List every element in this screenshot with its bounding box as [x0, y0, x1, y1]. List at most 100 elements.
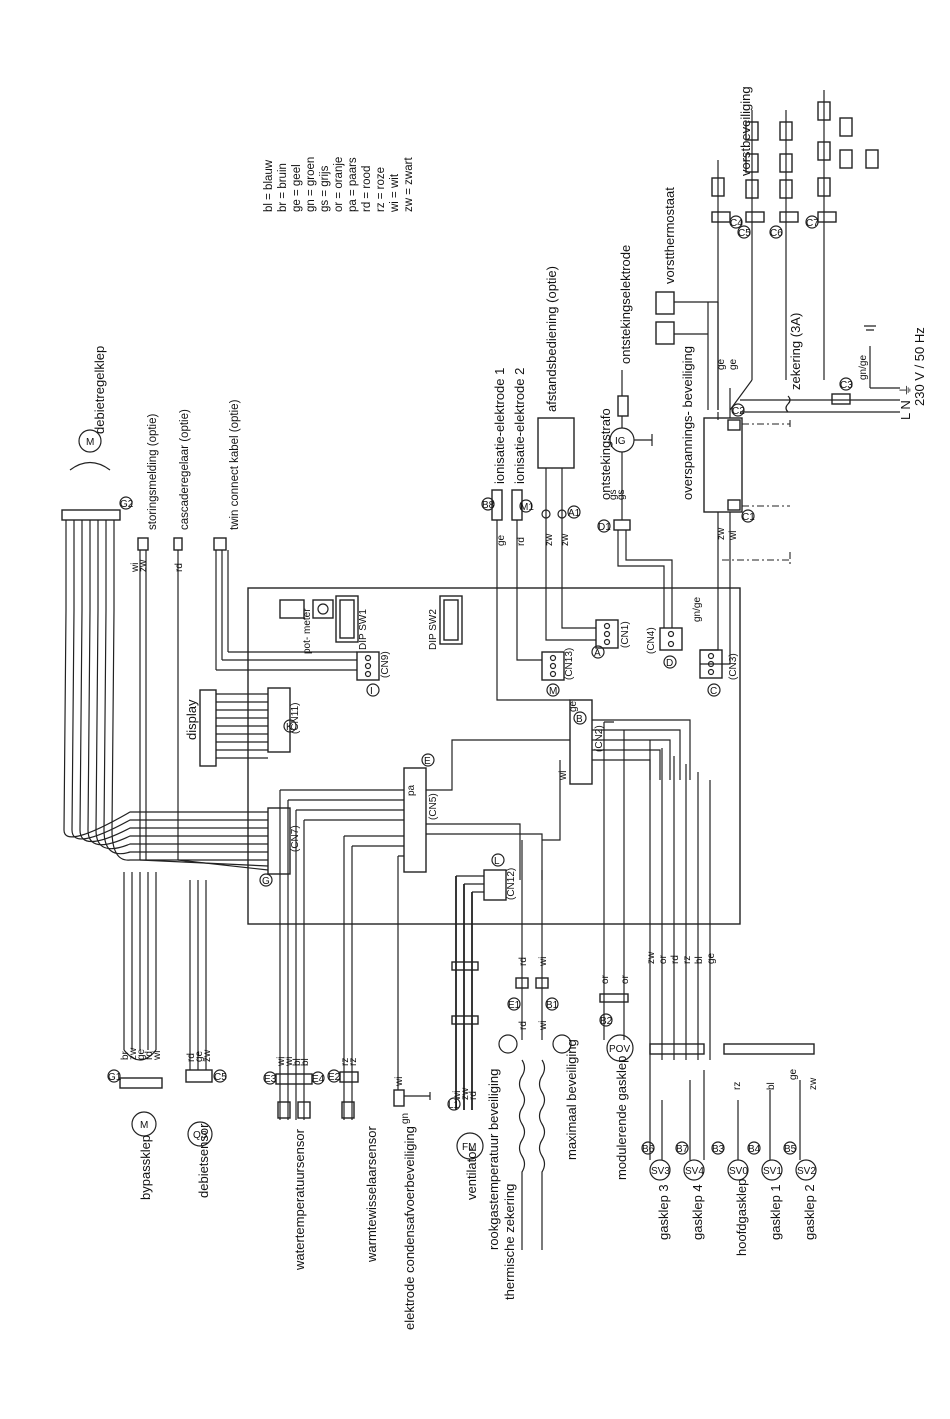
svg-text:I: I — [370, 686, 373, 697]
debietsensor-label: debietsensor — [196, 1123, 211, 1198]
svg-text:gasklep 2: gasklep 2 — [802, 1184, 817, 1240]
debietregelklep-group: M debietregelklep G2 — [61, 346, 134, 831]
svg-text:rd: rd — [516, 537, 527, 546]
svg-text:C6: C6 — [770, 228, 783, 239]
svg-text:bl: bl — [766, 1082, 777, 1090]
svg-text:pa: pa — [406, 784, 417, 796]
connector-cn11: (CN11) — [267, 687, 301, 753]
svg-text:wi: wi — [394, 1077, 405, 1087]
svg-text:hoofdgasklep: hoofdgasklep — [734, 1179, 749, 1256]
svg-text:IG: IG — [615, 436, 626, 447]
svg-text:rd: rd — [518, 957, 529, 966]
svg-text:M: M — [140, 1120, 148, 1131]
control-board — [247, 587, 741, 925]
svg-text:C2: C2 — [732, 406, 745, 417]
connector-cn9: (CN9) — [356, 651, 391, 681]
svg-text:maximaal beveiliging: maximaal beveiliging — [564, 1039, 579, 1160]
svg-text:(CN3): (CN3) — [728, 653, 739, 680]
legend-item: br = bruin — [277, 163, 289, 212]
afstandsbediening-group: afstandsbediening (optie) A1 — [537, 266, 596, 641]
svg-text:gasklep 3: gasklep 3 — [656, 1184, 671, 1240]
condensafvoer-label: elektrode condensafvoerbeveiliging — [402, 1126, 417, 1330]
svg-text:ontstekingselektrode: ontstekingselektrode — [618, 245, 633, 364]
vorstthermostaat-group: vorstthermostaat — [655, 187, 719, 410]
dip-switch-2: DIP SW2 — [428, 595, 463, 650]
svg-text:ge: ge — [194, 1050, 205, 1062]
svg-text:afstandsbediening (optie): afstandsbediening (optie) — [544, 266, 559, 412]
svg-text:rd: rd — [468, 1091, 479, 1100]
modulerende-gasklep-group: B2 POV modulerende gasklep — [599, 721, 634, 1180]
svg-text:ge: ge — [568, 700, 579, 712]
svg-text:zw: zw — [808, 1077, 819, 1090]
svg-text:C5: C5 — [738, 228, 751, 239]
svg-text:SV2: SV2 — [797, 1166, 816, 1177]
svg-text:bl: bl — [694, 956, 705, 964]
svg-text:thermische zekering: thermische zekering — [502, 1184, 517, 1300]
ionisatie-group: ionisatie-elektrode 1 ionisatie-elektrod… — [481, 368, 570, 701]
legend-item: or = oranje — [333, 157, 345, 212]
ventilator-group: L1 FM ventilator — [447, 875, 484, 1200]
svg-text:rz: rz — [732, 1082, 743, 1090]
wire-codes: wi zw rd ge rd zw zw gs gs ge ge zw wi g… — [120, 355, 869, 1124]
safety-chain: E1 B1 rookgastemperatuur beveiliging the… — [486, 840, 579, 1300]
svg-text:(CN12): (CN12) — [506, 868, 517, 900]
svg-text:modulerende gasklep: modulerende gasklep — [614, 1056, 629, 1180]
svg-text:C5: C5 — [214, 1072, 227, 1083]
bypassklep-group: G1 M bypassklep — [107, 872, 163, 1200]
svg-text:B4: B4 — [748, 1144, 761, 1155]
svg-text:E: E — [424, 756, 431, 767]
svg-text:230 V / 50 Hz: 230 V / 50 Hz — [912, 327, 927, 406]
svg-text:(CN5): (CN5) — [428, 793, 439, 820]
connector-cn3: (CN3) — [699, 649, 739, 680]
svg-text:QS: QS — [193, 1130, 208, 1141]
svg-text:zw: zw — [138, 559, 149, 572]
svg-text:zw: zw — [202, 1049, 213, 1062]
bypassklep-label: bypassklep — [138, 1135, 153, 1200]
svg-text:rz: rz — [348, 1058, 359, 1066]
svg-text:(CN11): (CN11) — [290, 703, 301, 734]
potmeter-label: pot- meter — [302, 608, 313, 654]
svg-text:zw: zw — [560, 533, 571, 546]
connector-markers: I M A D C K B E G L — [259, 645, 721, 887]
display-label: display — [184, 699, 199, 740]
svg-text:zw: zw — [460, 1087, 471, 1100]
condensafvoer-group: elektrode condensafvoerbeveiliging — [393, 855, 431, 1330]
warmtewisselaarsensor-group: E2 warmtewisselaarsensor — [327, 835, 404, 1263]
svg-text:(CN1): (CN1) — [620, 621, 631, 648]
svg-text:E3: E3 — [264, 1074, 277, 1085]
connector-cn13: (CN13) — [541, 648, 575, 681]
svg-text:G: G — [262, 876, 270, 887]
svg-text:ge: ge — [728, 358, 739, 370]
svg-text:wi: wi — [276, 1057, 287, 1067]
svg-text:M1: M1 — [520, 502, 534, 513]
svg-text:zw: zw — [544, 533, 555, 546]
svg-text:cascaderegelaar (optie): cascaderegelaar (optie) — [179, 409, 191, 530]
connector-cn5: (CN5) — [403, 767, 439, 873]
watertemperatuursensor-group: E3 E4 watertemperatuursensor — [263, 789, 404, 1271]
svg-text:C4: C4 — [730, 218, 743, 229]
svg-text:ionisatie-elektrode 2: ionisatie-elektrode 2 — [512, 368, 527, 484]
svg-text:wi: wi — [538, 1021, 549, 1031]
svg-text:gs: gs — [608, 489, 619, 500]
svg-text:gasklep 4: gasklep 4 — [690, 1184, 705, 1240]
svg-text:L1: L1 — [448, 1100, 460, 1111]
svg-text:gasklep 1: gasklep 1 — [768, 1184, 783, 1240]
svg-text:SV3: SV3 — [651, 1166, 670, 1177]
connector-cn2: (CN2) — [569, 699, 605, 785]
svg-text:or: or — [620, 974, 631, 984]
legend-item: zw = zwart — [403, 157, 415, 212]
svg-text:E4: E4 — [312, 1074, 325, 1085]
svg-text:(CN13): (CN13) — [564, 648, 575, 680]
svg-text:(CN2): (CN2) — [594, 725, 605, 752]
vorstbeveiliging-group: vorstbeveiliging C4 C5 C6 C7 — [711, 86, 879, 411]
svg-text:M: M — [549, 686, 557, 697]
display: display — [184, 689, 268, 767]
svg-text:C3: C3 — [840, 380, 853, 391]
main-wiring — [426, 719, 691, 880]
debietregelklep-label: debietregelklep — [92, 346, 107, 434]
svg-text:ge: ge — [136, 1048, 147, 1060]
svg-text:storingsmelding (optie): storingsmelding (optie) — [147, 413, 159, 530]
svg-text:zw: zw — [128, 1047, 139, 1060]
svg-text:ge: ge — [496, 534, 507, 546]
